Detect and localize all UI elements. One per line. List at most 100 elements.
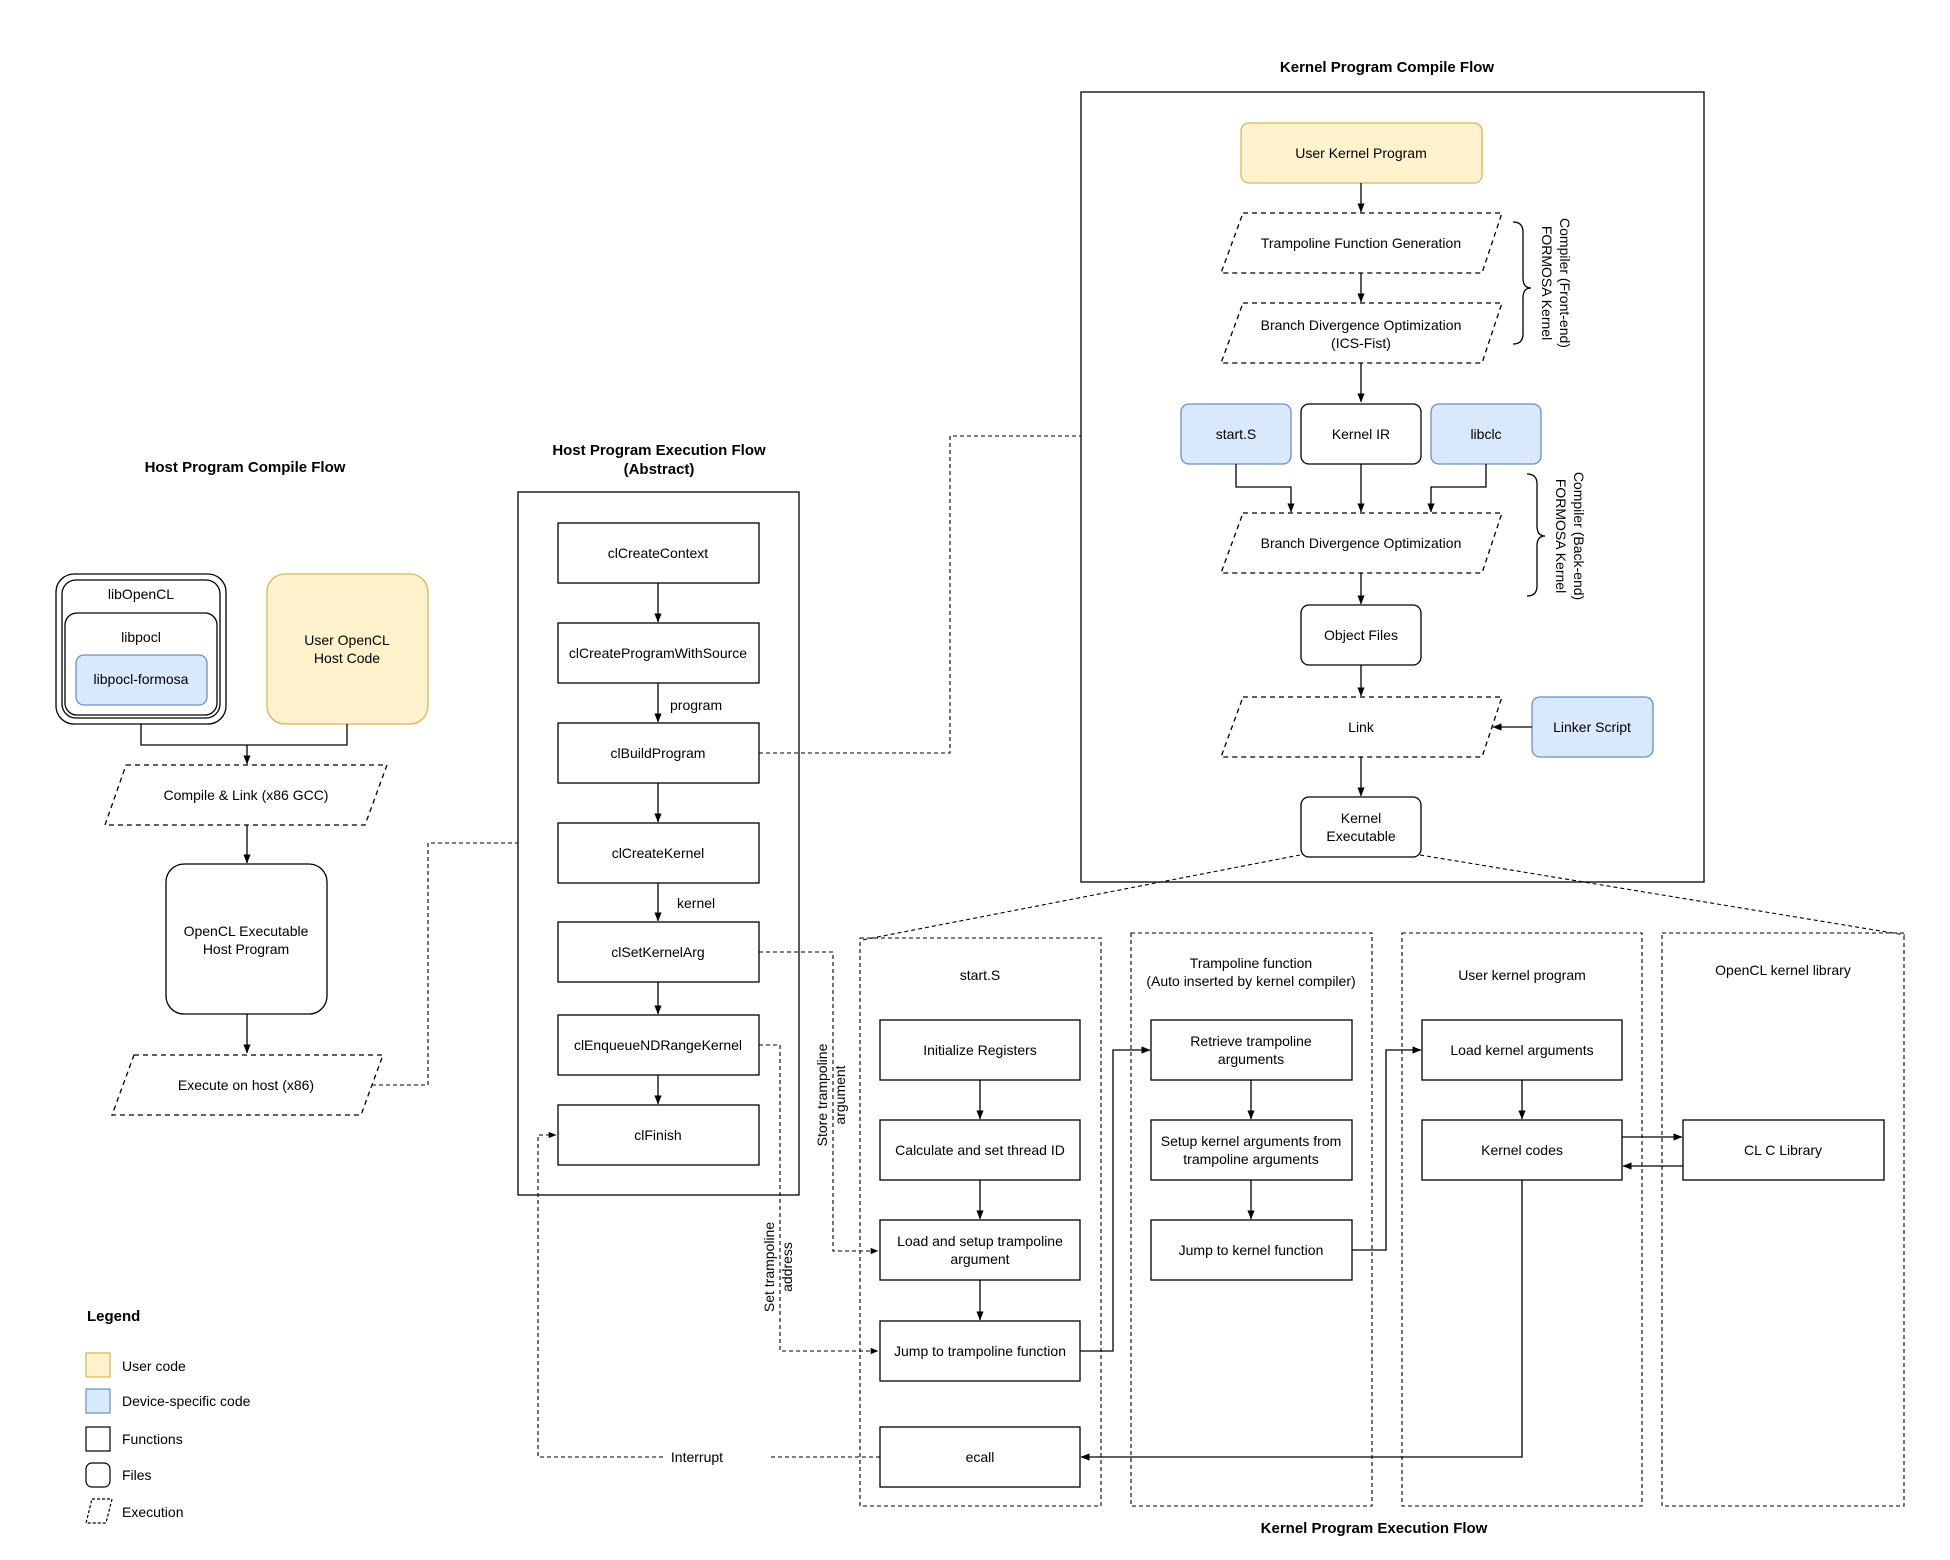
trampoline-title-line2: (Auto inserted by kernel compiler): [1146, 973, 1355, 989]
start-s-title: start.S: [960, 967, 1000, 983]
step-kernel-codes: [1421, 1119, 1623, 1181]
step-label-retrieve-trampoline-line1: Retrieve trampoline: [1190, 1033, 1312, 1049]
step-label-jump-kernel: Jump to kernel function: [1179, 1242, 1324, 1258]
trampoline-gen-shape: [1220, 212, 1503, 274]
arrow-jump-to-kernel: [1352, 1046, 1422, 1251]
trampoline-title-line1: Trampoline function: [1190, 955, 1312, 971]
host-compile-title: Host Program Compile Flow: [145, 459, 346, 476]
legend: Legend User code Device-specific code Fu…: [85, 1308, 251, 1524]
legend-execution-swatch: [85, 1498, 113, 1524]
bdo-front-shape: [1220, 302, 1503, 364]
rotated-labels: Store trampoline argument Set trampoline…: [671, 1043, 848, 1465]
kernel-exec-title: Kernel Program Execution Flow: [1261, 1520, 1488, 1537]
store-trampoline-line1: Store trampoline: [814, 1043, 830, 1146]
arrow-jump-to-trampoline: [1080, 1046, 1151, 1352]
step-label-clfinish: clFinish: [634, 1127, 681, 1143]
libpocl-formosa-box: [75, 654, 208, 706]
libclc-label: libclc: [1470, 426, 1501, 442]
bdo-back-label: Branch Divergence Optimization: [1261, 535, 1462, 551]
user-kernel-program-label: User Kernel Program: [1295, 145, 1427, 161]
front-label-line2: Compiler (Front-end): [1557, 218, 1573, 348]
user-kernel-title: User kernel program: [1458, 967, 1586, 983]
step-label-retrieve-trampoline-line2: arguments: [1218, 1051, 1284, 1067]
kernel-executable-line2: Executable: [1326, 828, 1395, 844]
interrupt-label: Interrupt: [671, 1449, 723, 1465]
user-host-code-line1: User OpenCL: [304, 632, 390, 648]
connector-execute-to-host-exec: [372, 842, 518, 1086]
kernel-compile-flow: Kernel Program Compile Flow User Kernel …: [1080, 59, 1705, 883]
arrow-start-s-to-bdo: [1235, 464, 1295, 513]
step-label-clcreatecontext: clCreateContext: [608, 545, 708, 561]
back-label-line1: FORMOSA Kernel: [1553, 479, 1569, 593]
cl-c-library-box: [1682, 1119, 1885, 1181]
connector-set-trampoline: [759, 1044, 879, 1355]
front-label-line1: FORMOSA Kernel: [1539, 226, 1555, 340]
step-label-load-trampoline-arg-line2: argument: [950, 1251, 1009, 1267]
step-jump-trampoline: [879, 1320, 1081, 1382]
legend-device-code-swatch: [85, 1388, 111, 1414]
step-calculate-thread-id: [879, 1119, 1081, 1181]
store-trampoline-line2: argument: [832, 1065, 848, 1124]
kernel-ir-label: Kernel IR: [1332, 426, 1390, 442]
host-executable-line1: OpenCL Executable: [184, 923, 309, 939]
step-label-setup-kernel-args-line1: Setup kernel arguments from: [1161, 1133, 1342, 1149]
kernel-executable-box: [1300, 796, 1422, 858]
libpocl-formosa-label: libpocl-formosa: [94, 671, 189, 687]
program-label: program: [670, 697, 722, 713]
arrow-kernel-to-ecall: [1080, 1180, 1523, 1461]
legend-device-code-label: Device-specific code: [122, 1393, 251, 1409]
back-label-line2: Compiler (Back-end): [1571, 472, 1587, 600]
step-label-load-kernel-args: Load kernel arguments: [1450, 1042, 1593, 1058]
step-label-calculate-thread-id: Calculate and set thread ID: [895, 1142, 1065, 1158]
host-executable-line2: Host Program: [203, 941, 289, 957]
step-load-kernel-args: [1421, 1019, 1623, 1081]
object-files-label: Object Files: [1324, 627, 1398, 643]
dashed-connectors: [372, 435, 1906, 1458]
connector-store-trampoline: [759, 951, 879, 1255]
legend-files-label: Files: [122, 1467, 152, 1483]
column-library: [1661, 932, 1905, 1507]
linker-script-label: Linker Script: [1553, 719, 1631, 735]
step-label-setup-kernel-args-line2: trampoline arguments: [1183, 1151, 1318, 1167]
legend-execution-label: Execution: [122, 1504, 183, 1520]
step-label-kernel-codes: Kernel codes: [1481, 1142, 1563, 1158]
host-exec-title-line2: (Abstract): [624, 461, 695, 478]
bdo-back-shape: [1220, 512, 1503, 574]
step-clcreateprogramwithsource: [557, 622, 760, 684]
libopencl-label: libOpenCL: [108, 586, 174, 602]
host-compile-flow: Host Program Compile Flow libOpenCL libp…: [55, 459, 429, 1116]
legend-user-code-swatch: [85, 1352, 111, 1378]
execute-host-shape: [111, 1054, 384, 1116]
host-exec-flow: Host Program Execution Flow (Abstract) c…: [517, 442, 800, 1196]
library-title: OpenCL kernel library: [1715, 962, 1851, 978]
step-label-clbuildprogram: clBuildProgram: [611, 745, 706, 761]
step-label-ecall: ecall: [966, 1449, 995, 1465]
user-host-code-line2: Host Code: [314, 650, 380, 666]
kernel-compile-container: [1080, 91, 1705, 883]
step-jump-kernel: [1150, 1219, 1353, 1281]
column-user-kernel: [1401, 932, 1643, 1507]
step-clfinish: [557, 1104, 760, 1166]
libopencl-box-inner: [61, 579, 221, 719]
legend-functions-swatch: [85, 1426, 111, 1452]
link-shape: [1220, 696, 1503, 758]
bdo-front-line1: Branch Divergence Optimization: [1261, 317, 1462, 333]
legend-user-code-label: User code: [122, 1358, 186, 1374]
execute-host-label: Execute on host (x86): [178, 1077, 314, 1093]
step-clbuildprogram: [557, 722, 760, 784]
step-label-initialize-registers: Initialize Registers: [923, 1042, 1037, 1058]
connector-executable-left: [861, 854, 1301, 941]
compile-link-label: Compile & Link (x86 GCC): [164, 787, 329, 803]
step-ecall: [879, 1426, 1081, 1488]
step-label-load-trampoline-arg-line1: Load and setup trampoline: [897, 1233, 1063, 1249]
bdo-front-line2: (ICS-Fist): [1331, 335, 1391, 351]
front-end-brace: [1512, 221, 1532, 345]
step-clenqueuendrangekernel: [557, 1014, 760, 1076]
step-label-clenqueuendrangekernel: clEnqueueNDRangeKernel: [574, 1037, 742, 1053]
trampoline-gen-label: Trampoline Function Generation: [1261, 235, 1461, 251]
back-end-brace: [1526, 473, 1546, 597]
step-label-clcreateprogramwithsource: clCreateProgramWithSource: [569, 645, 747, 661]
kernel-label: kernel: [677, 895, 715, 911]
step-clcreatecontext: [557, 522, 760, 584]
